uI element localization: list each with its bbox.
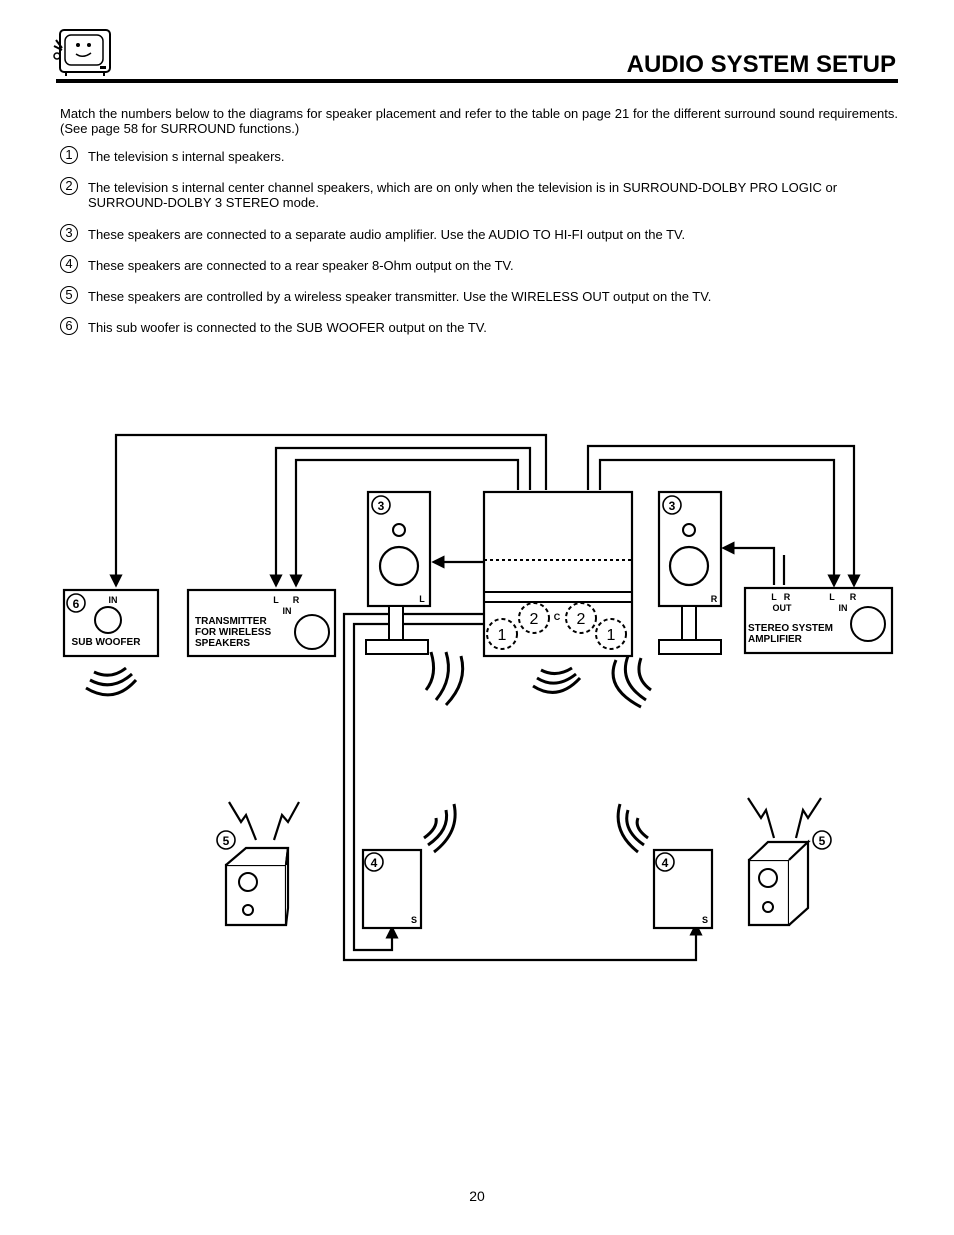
subwoofer-in-label: IN [109, 595, 118, 605]
item-text: This sub woofer is connected to the SUB … [88, 320, 487, 335]
wire-transmitter-r [289, 458, 520, 588]
stereo-amplifier: L R OUT L R IN STEREO SYSTEM AMPLIFIER [743, 586, 894, 655]
item-number: 4 [60, 255, 78, 273]
item-text: The television s internal speakers. [88, 149, 285, 164]
item-number: 1 [60, 146, 78, 164]
wireless-speaker-right: 5 [747, 797, 832, 927]
svg-text:1: 1 [498, 627, 507, 644]
item-text: The television s internal center channel… [88, 180, 838, 210]
svg-text:C: C [554, 612, 561, 622]
list-item: 1 The television s internal speakers. [60, 146, 898, 164]
sound-waves-icon [532, 666, 582, 694]
sound-waves-icon [85, 666, 138, 697]
sound-waves-icon [424, 651, 465, 707]
svg-text:L: L [829, 592, 835, 602]
svg-text:S: S [411, 915, 417, 925]
list-item: 5 These speakers are controlled by a wir… [60, 286, 898, 304]
list-item: 4 These speakers are connected to a rear… [60, 255, 898, 273]
svg-text:L: L [273, 595, 279, 605]
svg-text:IN: IN [839, 603, 848, 613]
wireless-speaker-left: 5 [216, 801, 300, 927]
svg-text:R: R [784, 592, 791, 602]
wire-subwoofer [109, 433, 548, 588]
rear-right-speaker: 4 S [616, 803, 714, 930]
page-title: AUDIO SYSTEM SETUP [626, 51, 896, 78]
svg-text:R: R [850, 592, 857, 602]
rear-left-speaker: 4 S [361, 803, 457, 930]
svg-text:STEREO SYSTEM: STEREO SYSTEM [748, 623, 833, 634]
list-item: 6 This sub woofer is connected to the SU… [60, 317, 898, 335]
front-left-speaker: 3 L [365, 490, 465, 707]
svg-text:4: 4 [662, 856, 669, 870]
item-number: 3 [60, 224, 78, 242]
svg-text:L: L [419, 594, 425, 604]
subwoofer-number: 6 [73, 597, 80, 611]
subwoofer-label: SUB WOOFER [72, 637, 142, 648]
sound-waves-icon [423, 803, 457, 854]
item-number: 2 [60, 177, 78, 195]
svg-text:5: 5 [223, 834, 230, 848]
wireless-transmitter: L R IN TRANSMITTER FOR WIRELESS SPEAKERS [186, 588, 337, 658]
svg-text:R: R [293, 595, 300, 605]
wire-amp-in-r [586, 444, 861, 588]
radio-signal-icon [794, 797, 822, 839]
intro-paragraph: Match the numbers below to the diagrams … [60, 106, 898, 136]
television: 1 2 C 2 1 [482, 490, 652, 709]
front-right-speaker: 3 R [657, 490, 723, 655]
item-number: 5 [60, 286, 78, 304]
item-text: These speakers are connected to a separa… [88, 227, 686, 242]
svg-text:R: R [711, 594, 718, 604]
svg-text:OUT: OUT [773, 603, 793, 613]
radio-signal-icon [228, 801, 258, 841]
wire-transmitter-l [269, 446, 532, 588]
svg-text:SPEAKERS: SPEAKERS [195, 638, 250, 649]
svg-text:L: L [771, 592, 777, 602]
list-item: 2 The television s internal center chann… [60, 177, 898, 210]
radio-signal-icon [747, 797, 776, 839]
tv-mascot-logo [53, 29, 111, 76]
svg-text:S: S [702, 915, 708, 925]
svg-text:FOR WIRELESS: FOR WIRELESS [195, 627, 271, 638]
svg-text:3: 3 [669, 499, 676, 513]
wire-amp-in-l [598, 458, 841, 588]
title-rule [56, 79, 898, 83]
page-number: 20 [469, 1188, 485, 1204]
item-text: These speakers are connected to a rear s… [88, 258, 514, 273]
subwoofer-unit: 6 IN SUB WOOFER [62, 588, 160, 697]
svg-text:IN: IN [283, 606, 292, 616]
wire-front-right [721, 541, 776, 585]
radio-signal-icon [272, 801, 300, 841]
svg-text:5: 5 [819, 834, 826, 848]
sound-waves-icon [611, 655, 652, 709]
svg-text:TRANSMITTER: TRANSMITTER [195, 616, 267, 627]
svg-text:2: 2 [577, 611, 586, 628]
item-text: These speakers are controlled by a wirel… [88, 289, 712, 304]
svg-text:4: 4 [371, 856, 378, 870]
svg-text:2: 2 [530, 611, 539, 628]
svg-text:AMPLIFIER: AMPLIFIER [748, 634, 803, 645]
svg-text:3: 3 [378, 499, 385, 513]
item-number: 6 [60, 317, 78, 335]
speaker-setup-diagram: 6 IN SUB WOOFER L R IN TRANSMITTER FOR W… [62, 433, 894, 962]
list-item: 3 These speakers are connected to a sepa… [60, 224, 898, 242]
svg-text:1: 1 [607, 627, 616, 644]
sound-waves-icon [616, 803, 649, 854]
